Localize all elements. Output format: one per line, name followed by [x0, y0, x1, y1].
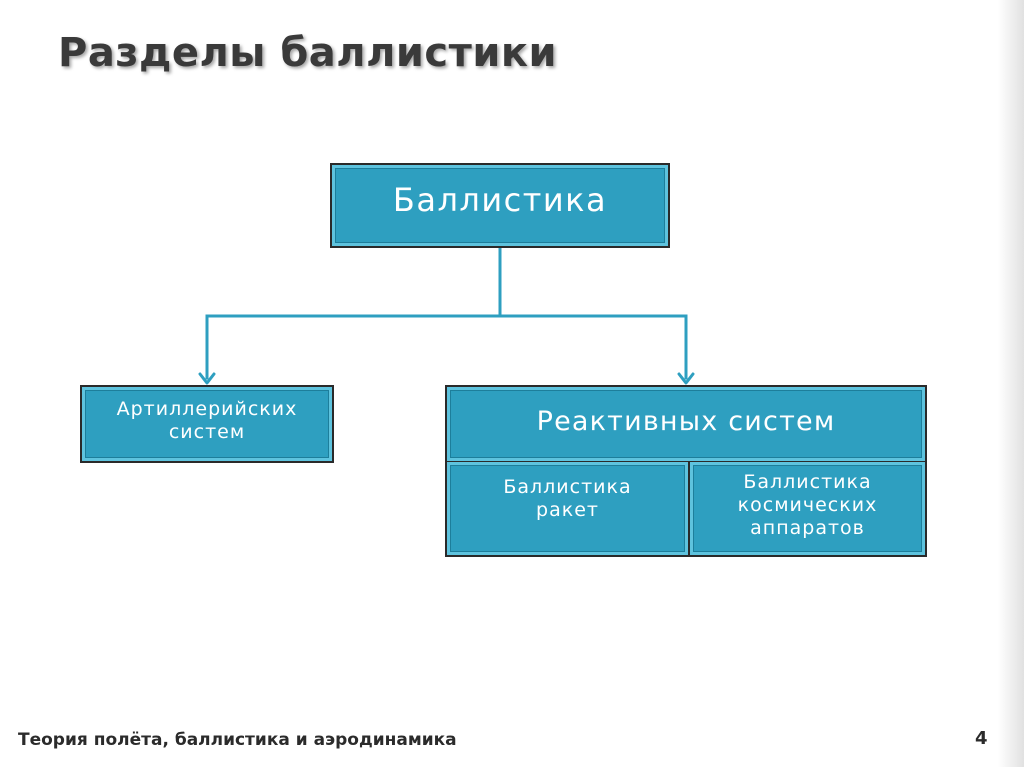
node-rocket-ballistics-label: Баллистика ракет: [503, 476, 632, 522]
node-spacecraft-ballistics-label: Баллистика космических аппаратов: [737, 470, 878, 540]
node-reactive-systems-label: Реактивных систем: [536, 405, 836, 437]
slide-edge-shadow: [998, 0, 1024, 767]
node-spacecraft-ballistics: Баллистика космических аппаратов: [690, 462, 925, 555]
arrowhead-right: [677, 372, 695, 385]
node-artillery-systems: Артиллерийских систем: [80, 385, 334, 463]
node-ballistics: Баллистика: [330, 163, 670, 248]
node-rocket-ballistics: Баллистика ракет: [447, 462, 688, 555]
node-ballistics-label: Баллистика: [392, 180, 608, 219]
page-number: 4: [975, 728, 988, 749]
node-artillery-systems-label: Артиллерийских систем: [116, 397, 298, 443]
node-reactive-systems: Реактивных систем: [447, 387, 925, 461]
slide-title: Разделы баллистики: [58, 30, 558, 76]
footer-course-title: Теория полёта, баллистика и аэродинамика: [18, 730, 457, 750]
arrowhead-left: [198, 372, 216, 385]
